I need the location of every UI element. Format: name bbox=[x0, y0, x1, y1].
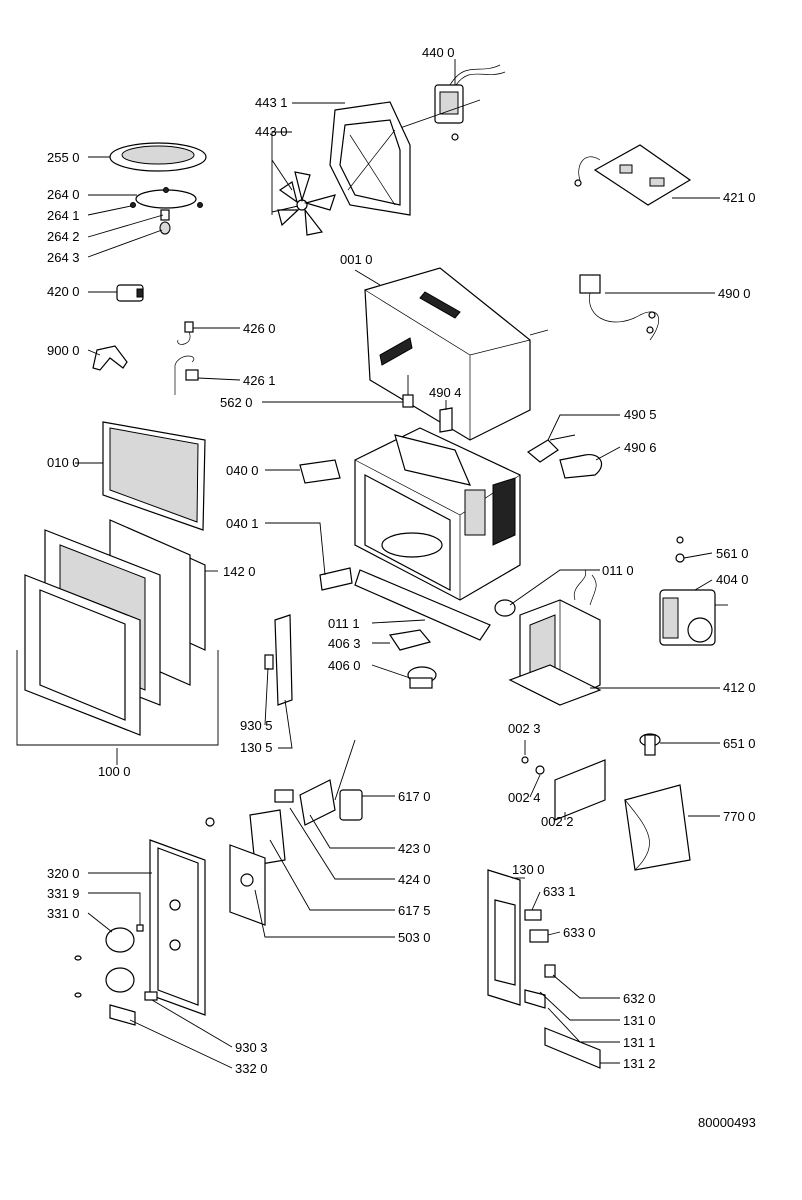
label-320-0: 320 0 bbox=[47, 866, 80, 881]
label-490-0: 490 0 bbox=[718, 286, 751, 301]
label-001-0: 001 0 bbox=[340, 252, 373, 267]
label-131-1: 131 1 bbox=[623, 1035, 656, 1050]
label-426-0: 426 0 bbox=[243, 321, 276, 336]
label-426-1: 426 1 bbox=[243, 373, 276, 388]
label-264-1: 264 1 bbox=[47, 208, 80, 223]
hinge-parts bbox=[299, 459, 353, 591]
label-131-0: 131 0 bbox=[623, 1013, 656, 1028]
outer-cabinet-part bbox=[364, 267, 549, 441]
thermal-fuse-parts bbox=[174, 321, 199, 395]
label-562-0: 562 0 bbox=[220, 395, 253, 410]
label-332-0: 332 0 bbox=[235, 1061, 268, 1076]
magnetron-part bbox=[659, 536, 728, 646]
label-633-1: 633 1 bbox=[543, 884, 576, 899]
label-130-5: 130 5 bbox=[240, 740, 273, 755]
label-002-3: 002 3 bbox=[508, 721, 541, 736]
push-button-parts bbox=[109, 991, 158, 1026]
door-latch-parts bbox=[264, 614, 293, 706]
mains-cord-part bbox=[579, 274, 660, 341]
label-424-0: 424 0 bbox=[398, 872, 431, 887]
label-131-2: 131 2 bbox=[623, 1056, 656, 1071]
label-100-0: 100 0 bbox=[98, 764, 131, 779]
cord-clamp-parts bbox=[526, 434, 603, 479]
label-561-0: 561 0 bbox=[716, 546, 749, 561]
label-406-3: 406 3 bbox=[328, 636, 361, 651]
label-264-0: 264 0 bbox=[47, 187, 80, 202]
label-930-3: 930 3 bbox=[235, 1040, 268, 1055]
part-number-labels: 440 0 443 1 443 0 255 0 264 0 264 1 264 … bbox=[47, 45, 756, 1130]
transformer-part bbox=[508, 569, 602, 706]
waveguide-cover-part bbox=[521, 756, 606, 821]
label-331-9: 331 9 bbox=[47, 886, 80, 901]
label-406-0: 406 0 bbox=[328, 658, 361, 673]
label-264-3: 264 3 bbox=[47, 250, 80, 265]
roller-ring-part bbox=[130, 187, 203, 235]
label-490-5: 490 5 bbox=[624, 407, 657, 422]
lamp-part bbox=[639, 733, 661, 756]
label-443-1: 443 1 bbox=[255, 95, 288, 110]
small-hardware-parts bbox=[402, 375, 453, 433]
label-423-0: 423 0 bbox=[398, 841, 431, 856]
label-490-6: 490 6 bbox=[624, 440, 657, 455]
label-900-0: 900 0 bbox=[47, 343, 80, 358]
label-002-2: 002 2 bbox=[541, 814, 574, 829]
control-knob-parts bbox=[74, 924, 144, 998]
air-guide-part bbox=[624, 784, 691, 871]
label-264-2: 264 2 bbox=[47, 229, 80, 244]
label-331-0: 331 0 bbox=[47, 906, 80, 921]
label-440-0: 440 0 bbox=[422, 45, 455, 60]
turntable-motor-part bbox=[388, 629, 437, 689]
label-503-0: 503 0 bbox=[398, 930, 431, 945]
label-770-0: 770 0 bbox=[723, 809, 756, 824]
label-930-5: 930 5 bbox=[240, 718, 273, 733]
control-electrical-parts bbox=[229, 739, 363, 926]
latch-assembly-part bbox=[487, 869, 601, 1069]
label-633-0: 633 0 bbox=[563, 925, 596, 940]
label-404-0: 404 0 bbox=[716, 572, 749, 587]
label-412-0: 412 0 bbox=[723, 680, 756, 695]
label-632-0: 632 0 bbox=[623, 991, 656, 1006]
label-002-4: 002 4 bbox=[508, 790, 541, 805]
control-panel-part bbox=[149, 817, 215, 1016]
label-421-0: 421 0 bbox=[723, 190, 756, 205]
drawing-number: 80000493 bbox=[698, 1115, 756, 1130]
fan-blade-part bbox=[271, 171, 336, 236]
label-011-0: 011 0 bbox=[602, 563, 634, 578]
label-420-0: 420 0 bbox=[47, 284, 80, 299]
base-plate-part bbox=[354, 569, 516, 641]
label-040-1: 040 1 bbox=[226, 516, 259, 531]
fan-motor-part bbox=[399, 64, 506, 141]
circuit-board-part bbox=[574, 144, 692, 206]
capacitor-part bbox=[116, 284, 144, 302]
bracket-part bbox=[92, 345, 128, 371]
label-490-4: 490 4 bbox=[429, 385, 462, 400]
label-255-0: 255 0 bbox=[47, 150, 80, 165]
fan-shroud-part bbox=[329, 101, 411, 216]
leader-lines bbox=[75, 59, 720, 1069]
label-443-0: 443 0 bbox=[255, 124, 288, 139]
label-011-1: 011 1 bbox=[328, 616, 360, 631]
turntable-plate-part bbox=[109, 142, 207, 172]
label-040-0: 040 0 bbox=[226, 463, 259, 478]
oven-cavity-part bbox=[354, 427, 521, 601]
door-assembly-part bbox=[16, 529, 219, 746]
label-617-5: 617 5 bbox=[398, 903, 431, 918]
label-142-0: 142 0 bbox=[223, 564, 256, 579]
label-651-0: 651 0 bbox=[723, 736, 756, 751]
label-010-0: 010 0 bbox=[47, 455, 80, 470]
label-617-0: 617 0 bbox=[398, 789, 431, 804]
label-130-0: 130 0 bbox=[512, 862, 545, 877]
door-glass-panel-part bbox=[102, 421, 206, 531]
